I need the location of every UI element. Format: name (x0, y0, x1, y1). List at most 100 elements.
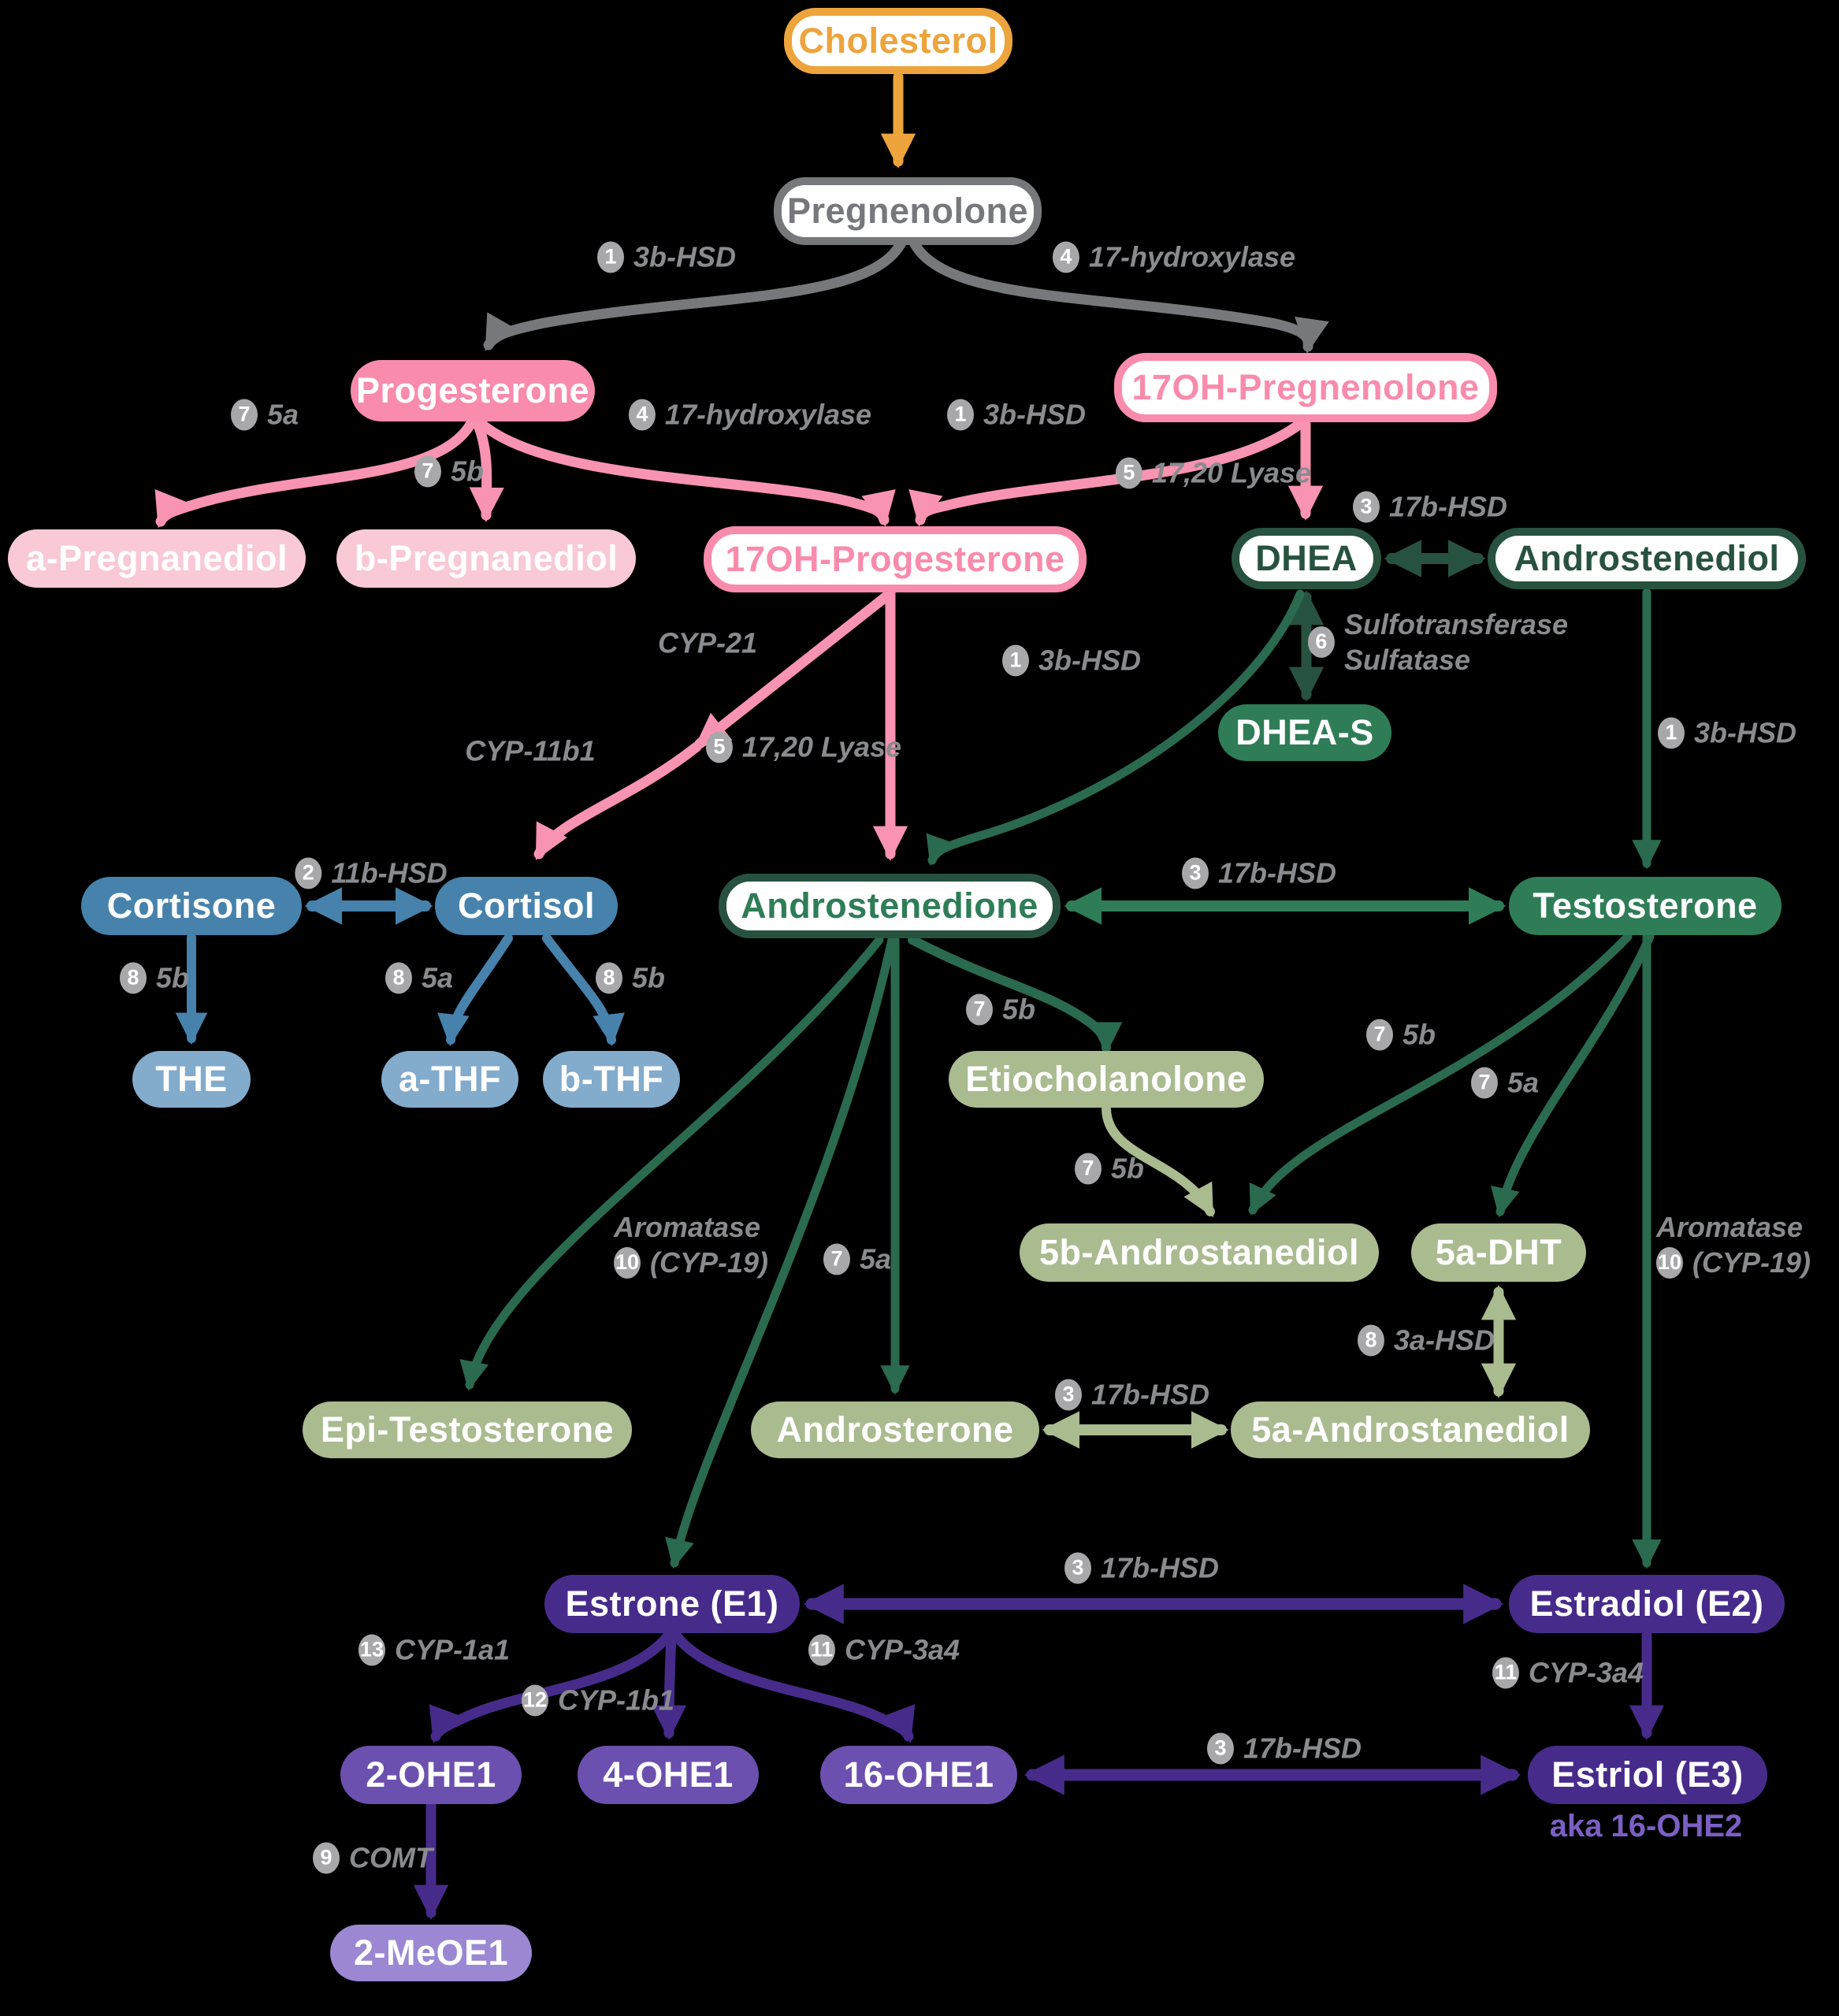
enzyme-label-text: 17b-HSD (1388, 490, 1508, 523)
enzyme-number-badge: 12 (521, 1684, 548, 1716)
enzyme-label-cyp-11b1: CYP-11b1 (465, 733, 595, 769)
node-testosterone: Testosterone (1509, 877, 1781, 935)
node-dhea: DHEA (1232, 528, 1381, 589)
enzyme-number-badge: 7 (823, 1243, 850, 1275)
edge-pregnenolone-17oh-pregnenolone (907, 234, 1329, 354)
enzyme-label-5b: 8 5b (119, 960, 190, 996)
enzyme-number-badge: 1 (1001, 644, 1029, 676)
enzyme-number-badge: 3 (1352, 491, 1380, 522)
enzyme-label-5a: 7 5a (1470, 1065, 1540, 1101)
enzyme-label-text: CYP-11b1 (465, 734, 596, 767)
edge-17oh-progesterone-cortisol-step1 (694, 588, 896, 749)
enzyme-number-badge: 13 (358, 1634, 385, 1665)
enzyme-label-text: CYP-1a1 (394, 1633, 511, 1666)
enzyme-label-text: 3a-HSD (1393, 1324, 1495, 1357)
enzyme-label-text: Sulfatase (1343, 644, 1471, 676)
enzyme-label-text: 5b (450, 455, 485, 488)
enzyme-label-17b-hsd: 3 17b-HSD (1352, 489, 1508, 525)
edge-etiocholanolone-5b-androstanediol (1102, 1105, 1215, 1218)
edge-testosterone-5b-androstanediol (1248, 932, 1633, 1216)
node-a-pregnanediol: a-Pregnanediol (8, 529, 306, 588)
enzyme-label-text: Sulfotransferase (1343, 608, 1569, 640)
enzyme-label-text: 17b-HSD (1243, 1732, 1362, 1765)
enzyme-number-badge: 8 (595, 962, 622, 993)
enzyme-number-badge: 11 (808, 1634, 835, 1665)
enzyme-number-badge: 1 (1657, 717, 1685, 748)
enzyme-label-cyp-21: CYP-21 (658, 626, 757, 661)
node-estrone: Estrone (E1) (544, 1575, 800, 1633)
node-16-ohe1: 16-OHE1 (820, 1746, 1017, 1804)
edge-estrone-16-ohe1 (671, 1630, 916, 1743)
enzyme-number-badge: 8 (119, 962, 147, 993)
edge-progesterone-a-pregnanediol (154, 418, 477, 529)
node-cortisone: Cortisone (81, 877, 302, 935)
enzyme-label-text: Aromatase (613, 1211, 761, 1243)
enzyme-label-text: (CYP-19) (1692, 1246, 1811, 1279)
enzyme-label-text: 5a (1506, 1066, 1540, 1099)
edge-testosterone-5a-dht (1491, 932, 1655, 1218)
enzyme-label-text: (CYP-19) (649, 1246, 769, 1279)
enzyme-number-badge: 1 (596, 241, 624, 273)
edge-androstenedione-estrone (665, 935, 897, 1569)
enzyme-label-line2: 10(CYP-19) (613, 1245, 769, 1280)
enzyme-label-text: 17-hydroxylase (664, 398, 872, 431)
enzyme-label-text: 5b (1110, 1152, 1145, 1185)
edge-17oh-progesterone-cortisol-step2 (533, 741, 702, 860)
enzyme-label-text: 3b-HSD (633, 240, 737, 273)
enzyme-label-3b-hsd: 1 3b-HSD (596, 239, 737, 275)
enzyme-label-text: 5b (155, 961, 190, 994)
edge-dhea-androstenedione (926, 589, 1305, 867)
node-epi-testosterone: Epi-Testosterone (303, 1402, 632, 1458)
node-androsterone: Androsterone (751, 1402, 1039, 1458)
node-b-thf: b-THF (543, 1051, 680, 1108)
node-progesterone: Progesterone (351, 360, 595, 421)
enzyme-number-badge: 7 (1470, 1067, 1498, 1098)
enzyme-label-text: 5a (266, 398, 299, 431)
edge-cortisol-b-thf (542, 934, 625, 1047)
node-pregnenolone: Pregnenolone (774, 177, 1042, 245)
enzyme-label-text: 3b-HSD (1038, 644, 1142, 677)
node-2-meoe1: 2-MeOE1 (330, 1925, 532, 1981)
enzyme-label-17-hydroxylase: 4 17-hydroxylase (628, 397, 872, 433)
enzyme-number-badge: 10 (1655, 1246, 1683, 1279)
node-2-ohe1: 2-OHE1 (340, 1746, 522, 1804)
enzyme-label-5b: 8 5b (595, 960, 666, 996)
enzyme-number-badge: 2 (295, 857, 322, 889)
node-5a-androstanediol: 5a-Androstanediol (1231, 1402, 1590, 1458)
node-etiocholanolone: Etiocholanolone (949, 1051, 1264, 1108)
enzyme-label-text: 17b-HSD (1090, 1378, 1210, 1411)
enzyme-label-text: 17b-HSD (1100, 1551, 1220, 1584)
enzyme-label-text: 11b-HSD (331, 856, 448, 889)
enzyme-number-badge: 4 (628, 399, 656, 430)
node-androstenediol: Androstenediol (1488, 528, 1806, 589)
enzyme-label-text: 5b (631, 961, 666, 994)
node-the: THE (132, 1051, 251, 1108)
node-17oh-progesterone: 17OH-Progesterone (704, 526, 1087, 592)
node-estradiol: Estradiol (E2) (1509, 1575, 1785, 1633)
edge-estrone-4-ohe1 (651, 1630, 687, 1740)
enzyme-label-text: 17,20 Lyase (741, 730, 902, 763)
enzyme-number-badge: 4 (1052, 241, 1079, 273)
edge-androstenedione-etiocholanolone (908, 935, 1123, 1055)
enzyme-label-line2: 10 (CYP-19) (1655, 1245, 1811, 1280)
